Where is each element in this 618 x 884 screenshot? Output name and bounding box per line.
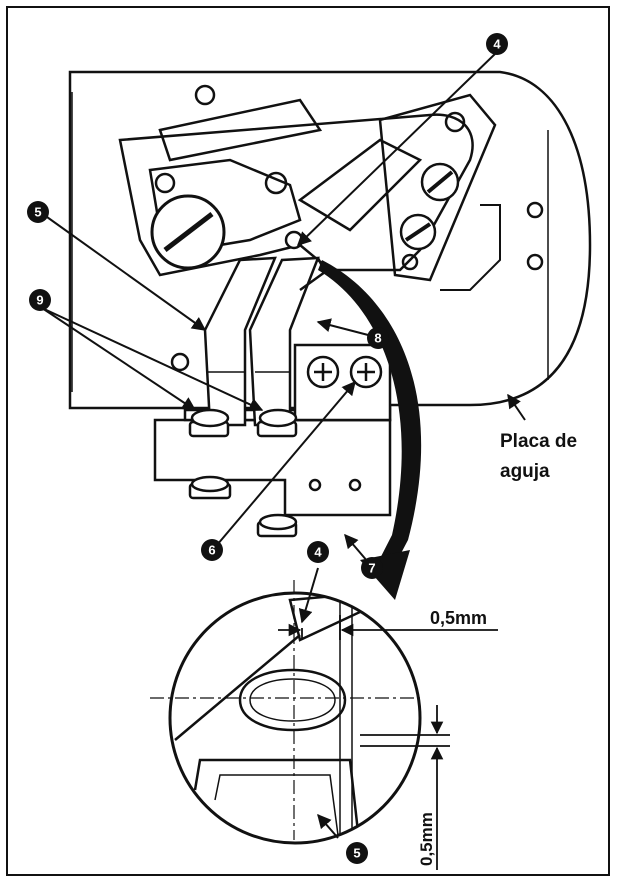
svg-text:7: 7 (368, 561, 375, 576)
dimension-vertical (360, 705, 450, 870)
callout-9: 9 (29, 289, 51, 311)
svg-text:4: 4 (314, 545, 322, 560)
screw-upper-right (399, 162, 460, 251)
callout-4-top: 4 (486, 33, 508, 55)
needle-plate-label-line2: aguja (500, 461, 550, 482)
dimension-horizontal-label: 0,5mm (430, 608, 487, 628)
leader-detail-4 (298, 567, 319, 624)
leader-lines (39, 51, 526, 563)
callout-6: 6 (201, 539, 223, 561)
upper-mechanism (118, 93, 501, 291)
callout-5-detail: 5 (346, 842, 368, 864)
dimension-horizontal (278, 615, 498, 640)
needle-hole (284, 230, 304, 250)
svg-text:5: 5 (34, 205, 41, 220)
callout-7: 7 (361, 557, 383, 579)
large-screw (150, 194, 226, 270)
callout-4-detail: 4 (307, 541, 329, 563)
detail-view (150, 580, 422, 845)
callout-5-left: 5 (27, 201, 49, 223)
svg-text:8: 8 (374, 331, 381, 346)
svg-text:9: 9 (36, 293, 43, 308)
callout-8: 8 (367, 327, 389, 349)
needle-plate (68, 70, 592, 410)
svg-text:6: 6 (208, 543, 215, 558)
svg-text:4: 4 (493, 37, 501, 52)
svg-text:5: 5 (353, 846, 360, 861)
needle-plate-label-line1: Placa de (500, 431, 577, 452)
phillips-screws (306, 355, 383, 389)
dimension-vertical-label: 0,5mm (417, 812, 436, 866)
leader-detail-5 (317, 813, 339, 839)
